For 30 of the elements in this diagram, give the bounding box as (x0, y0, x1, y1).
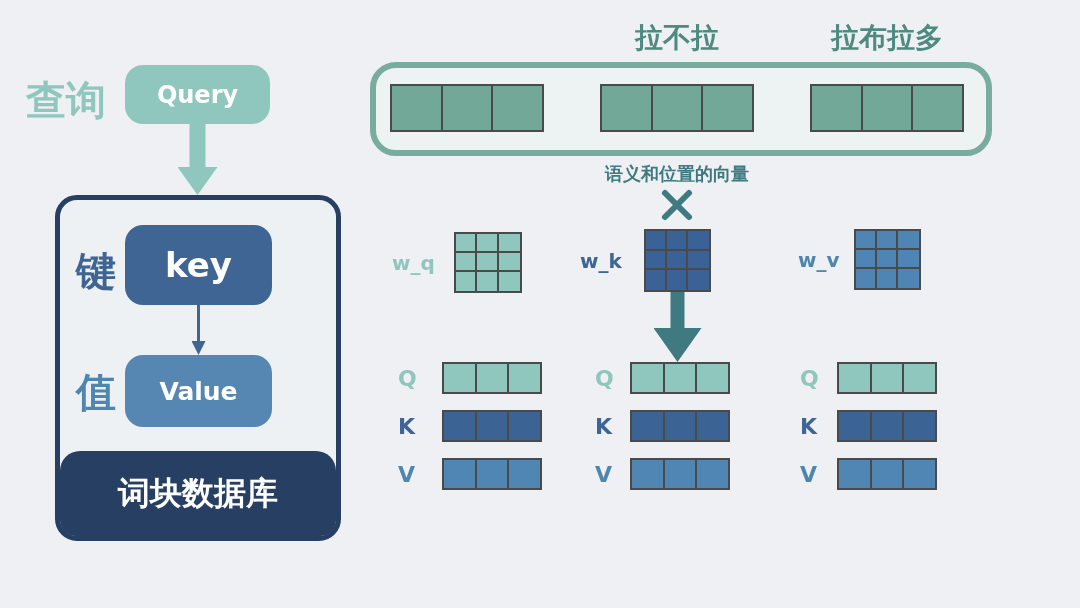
vector-label: Q (800, 364, 820, 393)
node-caption: 值 (74, 367, 117, 417)
token-vector-bar (810, 84, 964, 132)
matrix-label: w_q (392, 249, 436, 277)
node-caption: 语义和位置的向量 (603, 162, 750, 186)
token-vector-bar (600, 84, 754, 132)
database-title-band: 词块数据库 (60, 451, 336, 536)
key-box: key (125, 225, 272, 305)
query-box: Query (125, 65, 270, 124)
matrix-label: w_v (798, 246, 841, 274)
token-vector-container (370, 62, 992, 156)
node-caption: 查询 (25, 75, 107, 125)
token-vector-bar (390, 84, 544, 132)
matrix-label: w_k (580, 247, 623, 275)
arrow (653, 292, 702, 362)
arrow (177, 124, 218, 195)
node-caption: 键 (74, 246, 117, 296)
vector-label: V (398, 460, 417, 489)
database-container (55, 195, 341, 541)
vector-label: K (800, 412, 819, 441)
vector-label: Q (595, 364, 615, 393)
value-box: Value (125, 355, 272, 427)
vector-label: V (595, 460, 614, 489)
token-heading: 拉不拉 (633, 20, 720, 56)
arrow (191, 305, 206, 355)
token-heading: 拉布拉多 (829, 20, 944, 56)
vector-label: K (595, 412, 614, 441)
vector-label: Q (398, 364, 418, 393)
vector-label: K (398, 412, 417, 441)
vector-label: V (800, 460, 819, 489)
